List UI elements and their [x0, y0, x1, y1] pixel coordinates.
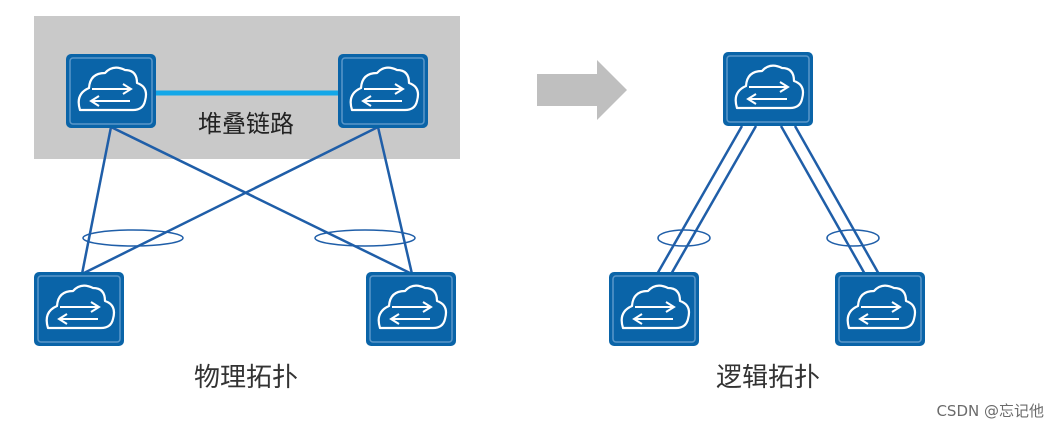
lag-ellipse-left: [82, 229, 184, 247]
logical-access-switch-left-icon: [607, 270, 701, 348]
logical-link: [654, 125, 744, 277]
stack-switch-left-icon: [64, 52, 158, 130]
physical-link: [80, 126, 113, 275]
logical-access-switch-right-icon: [833, 270, 927, 348]
logical-link: [668, 125, 758, 277]
logical-link: [779, 125, 868, 277]
physical-link: [110, 125, 413, 276]
access-switch-right-icon: [364, 270, 458, 348]
access-switch-left-icon: [32, 270, 126, 348]
physical-link: [81, 125, 379, 276]
right-arrow-icon: [537, 60, 627, 120]
physical-links: [80, 125, 414, 276]
lag-ellipse-right: [314, 229, 416, 247]
stack-link-label: 堆叠链路: [198, 110, 294, 138]
watermark: CSDN @忘记他: [936, 402, 1044, 420]
physical-topology-caption: 物理拓扑: [194, 363, 298, 393]
logical-links: [654, 125, 882, 277]
lag-ellipse-logical-left: [657, 229, 711, 247]
logical-core-switch-icon: [721, 50, 815, 128]
physical-link: [376, 126, 414, 275]
stack-switch-right-icon: [336, 52, 430, 130]
logical-topology-caption: 逻辑拓扑: [716, 363, 820, 393]
logical-link: [793, 125, 882, 277]
lag-ellipse-logical-right: [826, 229, 880, 247]
